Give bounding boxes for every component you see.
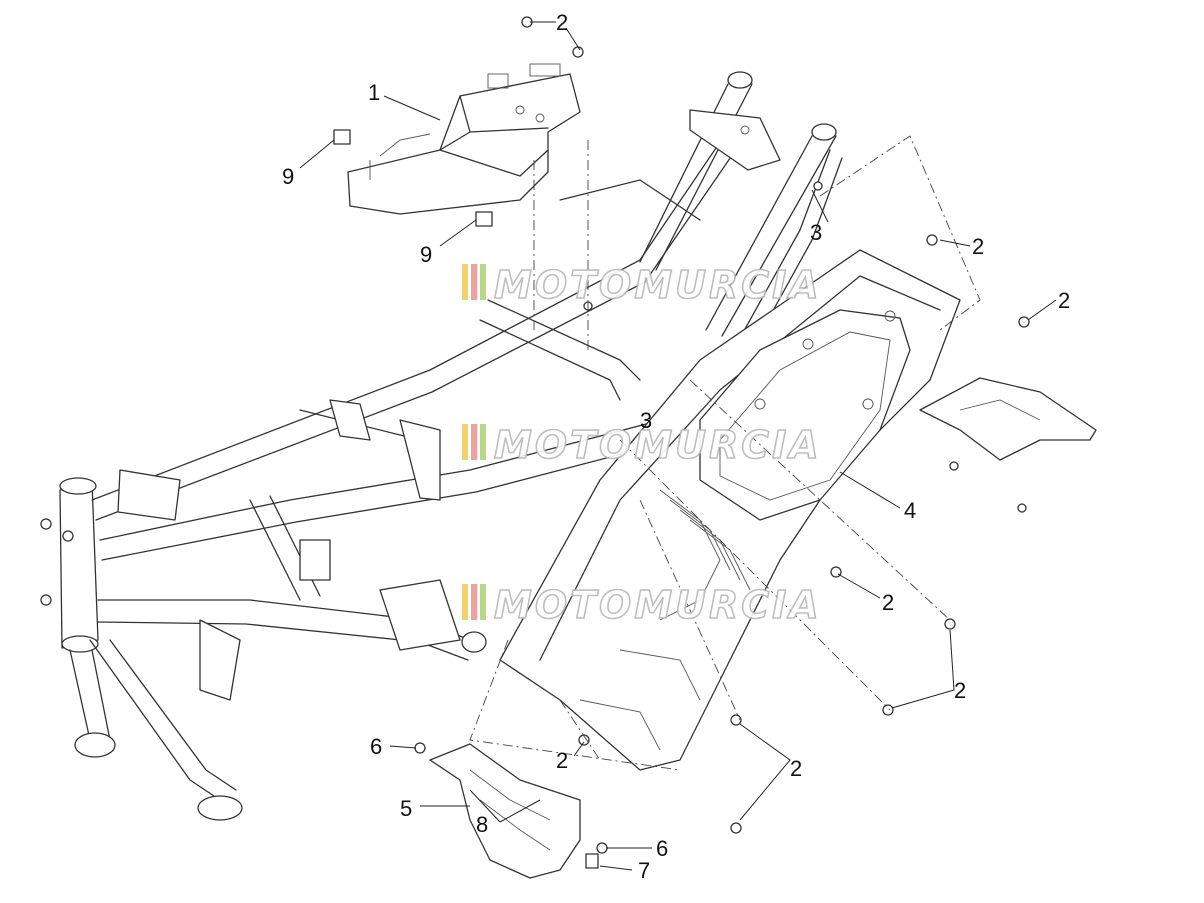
callout-9: 9 [282, 164, 294, 189]
rear-undertray-part [499, 249, 961, 771]
watermark-stripe [462, 584, 468, 620]
frame-part [40, 71, 843, 821]
watermark-stripe [462, 424, 468, 460]
front-bracket-part [429, 743, 581, 879]
callout-3: 3 [810, 220, 822, 245]
callout-3: 3 [640, 408, 652, 433]
watermark-stripe [471, 264, 477, 300]
callout-2: 2 [954, 678, 966, 703]
watermark-text: MOTOMURCIA [494, 583, 822, 627]
callout-7: 7 [638, 858, 650, 883]
callout-2: 2 [1058, 288, 1070, 313]
callout-6: 6 [370, 734, 382, 759]
callout-4: 4 [904, 498, 916, 523]
watermark-text: MOTOMURCIA [494, 423, 822, 467]
battery-tray-part [347, 63, 581, 215]
watermark-stripe [480, 584, 486, 620]
callout-8: 8 [476, 812, 488, 837]
rear-bracket-part [919, 377, 1097, 461]
assembly-lines [469, 135, 981, 771]
watermark-top: MOTOMURCIA [462, 262, 822, 308]
callout-2: 2 [556, 748, 568, 773]
watermark-stripe [462, 264, 468, 300]
callout-9: 9 [420, 242, 432, 267]
callout-1: 1 [368, 80, 380, 105]
watermark-text: MOTOMURCIA [494, 263, 822, 307]
watermark-stripe [471, 424, 477, 460]
callout-2: 2 [882, 590, 894, 615]
callout-5: 5 [400, 796, 412, 821]
watermark-stripe [480, 424, 486, 460]
leader-lines [299, 21, 1057, 871]
callout-labels: 1 2 2 2 2 2 2 2 3 3 4 5 6 6 7 8 9 9 [282, 10, 1070, 883]
watermark-bottom: MOTOMURCIA [462, 582, 822, 628]
callout-2: 2 [972, 234, 984, 259]
watermark-stripe [471, 584, 477, 620]
watermark-middle: MOTOMURCIA [462, 422, 822, 468]
callout-2: 2 [556, 10, 568, 35]
watermark-stripe [480, 264, 486, 300]
callout-2: 2 [790, 756, 802, 781]
callout-6: 6 [656, 836, 668, 861]
